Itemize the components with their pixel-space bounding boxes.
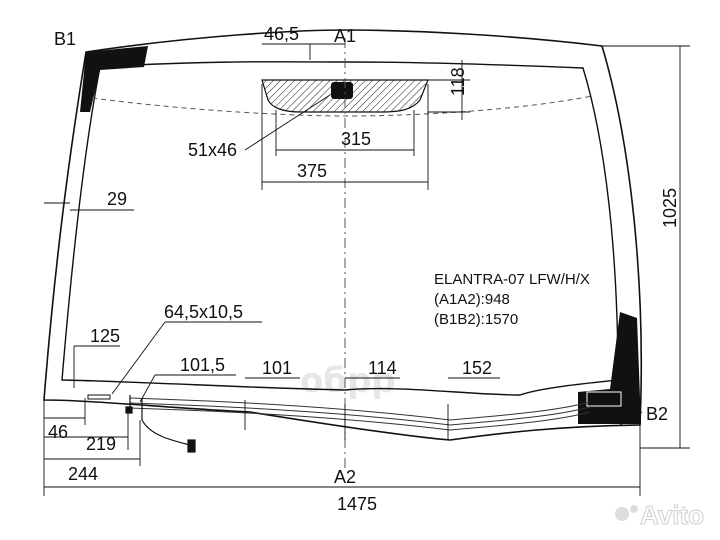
corner-block-b2 bbox=[578, 312, 641, 424]
upper-dashed-line bbox=[91, 95, 593, 117]
watermark-corner: Avito bbox=[640, 500, 704, 530]
model-code: ELANTRA-07 LFW/H/X bbox=[434, 271, 590, 288]
dim-114: 114 bbox=[368, 358, 397, 378]
dim-125: 125 bbox=[90, 326, 120, 346]
dim-46: 46 bbox=[48, 422, 68, 442]
sensor-block bbox=[331, 82, 353, 99]
label-b2: B2 bbox=[646, 404, 668, 424]
dim-315: 315 bbox=[341, 129, 371, 149]
label-a2: A2 bbox=[334, 467, 356, 487]
dim-118: 118 bbox=[448, 67, 468, 96]
watermark-center: обрр bbox=[300, 361, 396, 401]
dim-51x46: 51x46 bbox=[188, 140, 237, 160]
dim-219: 219 bbox=[86, 434, 116, 454]
dim-244: 244 bbox=[68, 464, 98, 484]
dim-46-5: 46,5 bbox=[264, 24, 299, 44]
avito-watermark: Avito bbox=[615, 500, 705, 531]
frit-inner-edge bbox=[61, 61, 619, 396]
dim-1475: 1475 bbox=[337, 494, 377, 514]
a1a2-value: (A1A2):948 bbox=[434, 291, 510, 308]
corner-block-b1 bbox=[80, 46, 148, 112]
heater-terminal bbox=[586, 391, 622, 407]
connector-wires bbox=[125, 395, 196, 453]
dim-64-5x10-5: 64,5x10,5 bbox=[164, 302, 243, 322]
label-b1: B1 bbox=[54, 29, 76, 49]
dim-152: 152 bbox=[462, 358, 492, 378]
dim-29: 29 bbox=[107, 189, 127, 209]
b1b2-value: (B1B2):1570 bbox=[434, 311, 518, 328]
dim-101: 101 bbox=[262, 358, 292, 378]
dimension-lines bbox=[43, 43, 690, 496]
dim-375: 375 bbox=[297, 161, 327, 181]
dim-1025: 1025 bbox=[660, 188, 680, 228]
sensor-pad bbox=[87, 394, 111, 400]
label-a1: A1 bbox=[334, 26, 356, 46]
dim-101-5: 101,5 bbox=[180, 355, 225, 375]
heater-lines bbox=[129, 397, 591, 431]
